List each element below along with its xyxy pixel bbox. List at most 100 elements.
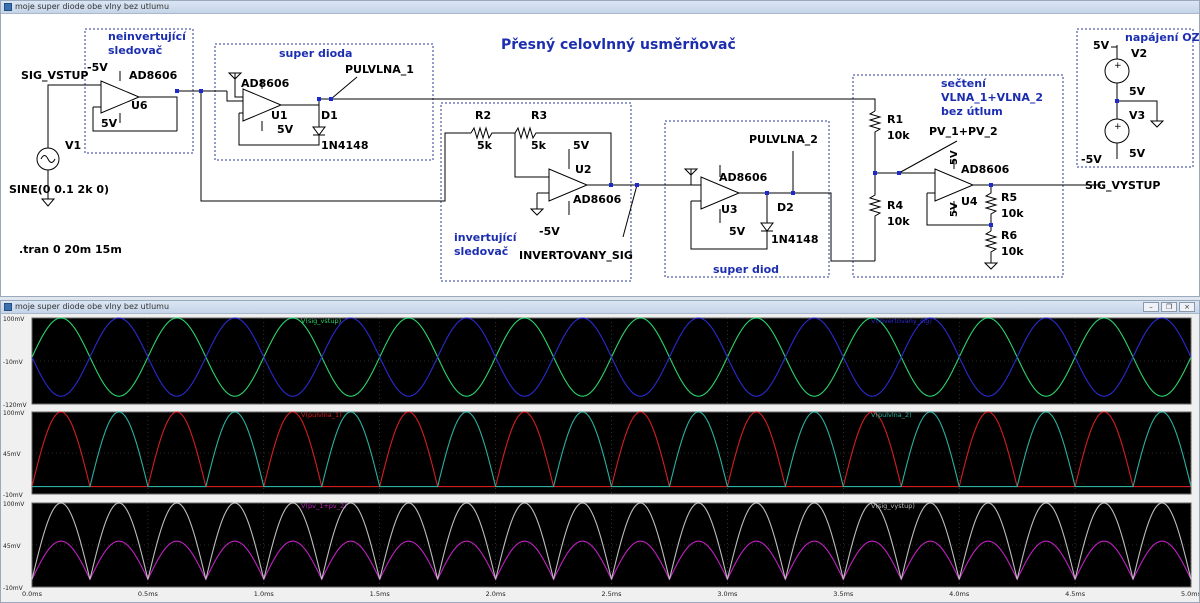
y-tick-label: 100mV (3, 410, 25, 417)
x-tick-label: 1.5ms (370, 590, 391, 598)
inverting-label-1: invertující (454, 231, 518, 244)
sum-block-frame (852, 74, 1064, 278)
u6-label: U6 (131, 99, 148, 112)
sum-label-3: bez útlum (941, 105, 1003, 118)
plot-window[interactable]: moje super diode obe vlny bez utlumu – ❐… (0, 300, 1200, 603)
x-tick-label: 0.0ms (22, 590, 43, 598)
r6-value: 10k (1001, 245, 1024, 258)
u4-neg-supply: 5V (949, 202, 960, 217)
ltspice-app-icon (4, 3, 12, 11)
u2-neg-supply: -5V (539, 225, 560, 238)
u3-supply: 5V (729, 225, 746, 238)
r2-label: R2 (475, 109, 491, 122)
u6-model: AD8606 (129, 69, 178, 82)
invertovany-label: INVERTOVANY_SIG (519, 249, 633, 262)
r2-value: 5k (477, 139, 493, 152)
plot-pane-1[interactable]: 100mV -10mV -120mV V(sig_vstup) V(invertovan… (3, 316, 1192, 409)
r4-label: R4 (887, 199, 903, 212)
trace-pulvlna-2[interactable] (32, 411, 1192, 488)
schematic-title: Přesný celovlnný usměrňovač (501, 37, 736, 53)
plot-pane-3[interactable]: 100mV 45mV -10mV V(pv_1+pv_2) V(sig_vystup) (3, 501, 1192, 592)
v2-supply-value: 5V (1093, 39, 1110, 52)
trace-label-invertovany-sig[interactable]: V(invertovany_sig) (871, 317, 932, 325)
restore-button[interactable]: ❐ (1161, 302, 1177, 312)
y-tick-label: -120mV (3, 402, 27, 409)
schematic-window-title: moje super diode obe vlny bez utlumu (15, 2, 170, 11)
r6-resistor-symbol[interactable] (984, 230, 998, 263)
v1-value: SINE(0 0.1 2k 0) (9, 183, 109, 196)
waveform-plot[interactable]: 100mV -10mV -120mV V(sig_vstup) V(invertovan… (1, 314, 1199, 602)
plot-app-icon (4, 303, 12, 311)
r5-resistor-symbol[interactable] (984, 185, 998, 231)
d1-model: 1N4148 (321, 139, 368, 152)
y-tick-label: -10mV (3, 585, 24, 592)
schematic-canvas[interactable]: ++ Přesný celovlnný usměrňovač neinvertu… (1, 14, 1199, 296)
sig-vystup-label: SIG_VYSTUP (1085, 179, 1160, 192)
r5-label: R5 (1001, 191, 1017, 204)
u6-opamp-symbol[interactable] (100, 80, 141, 114)
u1-opamp-symbol[interactable] (242, 88, 283, 122)
svg-text:+: + (1114, 61, 1122, 71)
r1-resistor-symbol[interactable] (868, 110, 882, 173)
trace-sig-vystup[interactable] (31, 502, 1192, 580)
d2-diode-symbol[interactable] (760, 222, 774, 232)
v3-label: V3 (1129, 109, 1145, 122)
y-tick-label: -10mV (3, 492, 24, 499)
r6-label: R6 (1001, 229, 1017, 242)
plot-titlebar[interactable]: moje super diode obe vlny bez utlumu – ❐… (1, 301, 1199, 314)
junction-dots (175, 89, 1119, 227)
u1-supply: 5V (277, 123, 294, 136)
x-tick-label: 2.5ms (601, 590, 622, 598)
y-tick-label: 45mV (3, 451, 21, 458)
u6-pos-supply: 5V (101, 117, 118, 130)
u2-opamp-symbol[interactable] (548, 168, 589, 202)
v3-neg-value: -5V (1081, 153, 1102, 166)
power-label: napájení OZ (1125, 31, 1199, 44)
v1-label: V1 (65, 139, 81, 152)
d2-model: 1N4148 (771, 233, 818, 246)
y-tick-label: 100mV (3, 501, 25, 508)
trace-label-sig-vystup[interactable]: V(sig_vystup) (871, 502, 915, 510)
y-tick-label: 45mV (3, 543, 21, 550)
u4-label: U4 (961, 195, 978, 208)
d1-diode-symbol[interactable] (312, 126, 326, 136)
u2-model: AD8606 (573, 193, 622, 206)
pulvlna-1-label: PULVLNA_1 (345, 63, 414, 76)
close-button[interactable]: × (1179, 302, 1195, 312)
follower-label-2: sledovač (108, 44, 162, 57)
r3-label: R3 (531, 109, 547, 122)
follower-label-1: neinvertující (108, 30, 187, 43)
u1-label: U1 (271, 109, 288, 122)
plot-pane-background[interactable] (31, 502, 1192, 588)
u6-neg-supply: -5V (87, 61, 108, 74)
trace-invertovany-sig[interactable] (31, 317, 1192, 397)
r5-value: 10k (1001, 207, 1024, 220)
y-tick-label: -10mV (3, 359, 24, 366)
power-block-frame (1076, 28, 1194, 168)
r1-value: 10k (887, 129, 910, 142)
trace-label-pv-sum[interactable]: V(pv_1+pv_2) (301, 502, 347, 510)
r3-resistor-symbol[interactable] (514, 126, 612, 185)
u2-pos-supply: 5V (573, 139, 590, 152)
u4-pos-supply: 5V (949, 150, 960, 165)
x-tick-label: 3.0ms (717, 590, 738, 598)
u3-opamp-symbol[interactable] (700, 176, 741, 210)
r4-value: 10k (887, 215, 910, 228)
x-tick-label: 4.5ms (1065, 590, 1086, 598)
schematic-titlebar[interactable]: moje super diode obe vlny bez utlumu (1, 1, 1199, 14)
plot-pane-2[interactable]: 100mV 45mV -10mV V(pulvlna_1) V(pulvlna_2) (3, 410, 1192, 499)
trace-label-pulvlna-2[interactable]: V(pulvlna_2) (871, 411, 912, 419)
trace-label-sig-vstup[interactable]: V(sig_vstup) (301, 317, 341, 325)
super-dioda-block-frame (214, 43, 434, 161)
r2-resistor-symbol[interactable] (470, 126, 515, 140)
tran-directive[interactable]: .tran 0 20m 15m (19, 243, 122, 256)
sum-label-2: VLNA_1+VLNA_2 (941, 91, 1043, 104)
u4-model: AD8606 (961, 163, 1010, 176)
schematic-window[interactable]: moje super diode obe vlny bez utlumu (0, 0, 1200, 297)
r4-resistor-symbol[interactable] (868, 173, 882, 261)
trace-label-pulvlna-1[interactable]: V(pulvlna_1) (301, 411, 342, 419)
u4-opamp-symbol[interactable] (934, 168, 975, 202)
x-tick-label: 3.5ms (833, 590, 854, 598)
minimize-button[interactable]: – (1143, 302, 1159, 312)
y-tick-label: 100mV (3, 316, 25, 323)
